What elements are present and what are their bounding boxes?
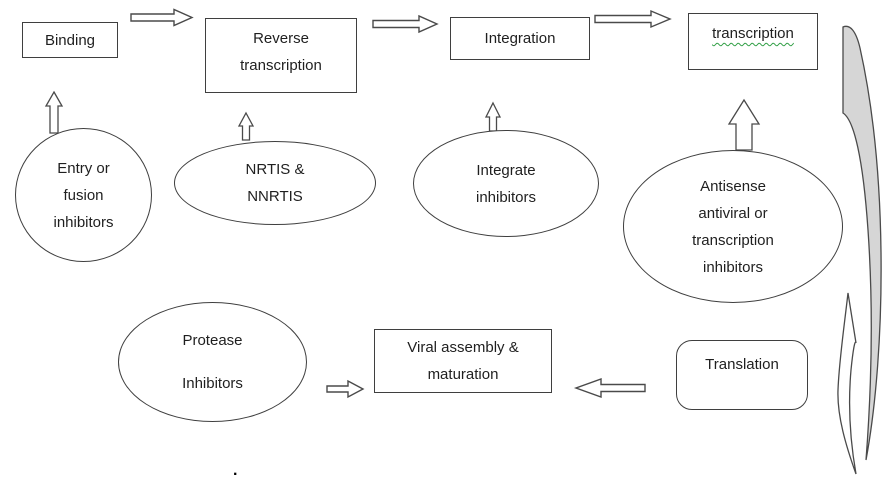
integration-box: Integration: [450, 17, 590, 60]
integrate-line2: inhibitors: [475, 188, 537, 206]
reverse-transcription-box: Reverse transcription: [205, 18, 357, 93]
translation-box: Translation: [676, 340, 808, 410]
binding-label: Binding: [44, 31, 96, 49]
reverse-transcription-label-line2: transcription: [240, 57, 322, 74]
antisense-line1: Antisense: [700, 177, 766, 195]
viral-assembly-box: Viral assembly & maturation: [374, 329, 552, 393]
entry-fusion-line1: Entry or: [57, 159, 110, 177]
curved-arrow-to-translation-icon: [837, 292, 857, 475]
arrow-translation-to-assembly-icon: [573, 378, 646, 398]
antisense-line3: transcription: [692, 231, 774, 249]
protease-line2: Inhibitors: [182, 374, 243, 392]
stray-period-text: .: [233, 462, 238, 479]
arrow-reverse-to-integration-icon: [372, 14, 439, 34]
arrow-binding-to-reverse-icon: [130, 8, 194, 27]
antisense-line4: inhibitors: [702, 258, 764, 276]
nrtis-line2: NNRTIS: [247, 188, 303, 205]
entry-fusion-line2: fusion: [63, 186, 104, 204]
entry-fusion-inhibitors-ellipse: Entry or fusion inhibitors: [15, 128, 152, 262]
up-arrow-integrate-to-integration-icon: [484, 101, 502, 132]
transcription-label: transcription: [712, 25, 794, 42]
reverse-transcription-label-line1: Reverse: [253, 30, 309, 47]
curved-arrow-transcription-down-icon: [842, 25, 882, 461]
protease-line1: Protease: [182, 331, 243, 349]
protease-inhibitors-ellipse: Protease Inhibitors: [118, 302, 307, 422]
viral-assembly-line2: maturation: [427, 366, 499, 383]
arrow-protease-to-assembly-icon: [326, 379, 365, 399]
binding-box: Binding: [22, 22, 118, 58]
transcription-box: transcription: [688, 13, 818, 70]
integrate-line1: Integrate: [476, 161, 536, 179]
nrtis-nnrtis-ellipse: NRTIS & NNRTIS: [174, 141, 376, 225]
up-arrow-antisense-to-transcription-icon: [727, 98, 761, 151]
arrow-integration-to-transcription-icon: [594, 9, 672, 29]
entry-fusion-line3: inhibitors: [53, 213, 114, 231]
translation-label: Translation: [705, 356, 779, 373]
integrate-inhibitors-ellipse: Integrate inhibitors: [413, 130, 599, 237]
nrtis-line1: NRTIS &: [245, 161, 305, 178]
antisense-line2: antiviral or: [698, 204, 768, 222]
up-arrow-nrtis-to-reverse-icon: [237, 111, 255, 141]
integration-label: Integration: [484, 30, 556, 47]
antisense-inhibitors-ellipse: Antisense antiviral or transcription inh…: [623, 150, 843, 303]
viral-assembly-line1: Viral assembly &: [407, 339, 519, 356]
up-arrow-entry-to-binding-icon: [44, 90, 64, 134]
